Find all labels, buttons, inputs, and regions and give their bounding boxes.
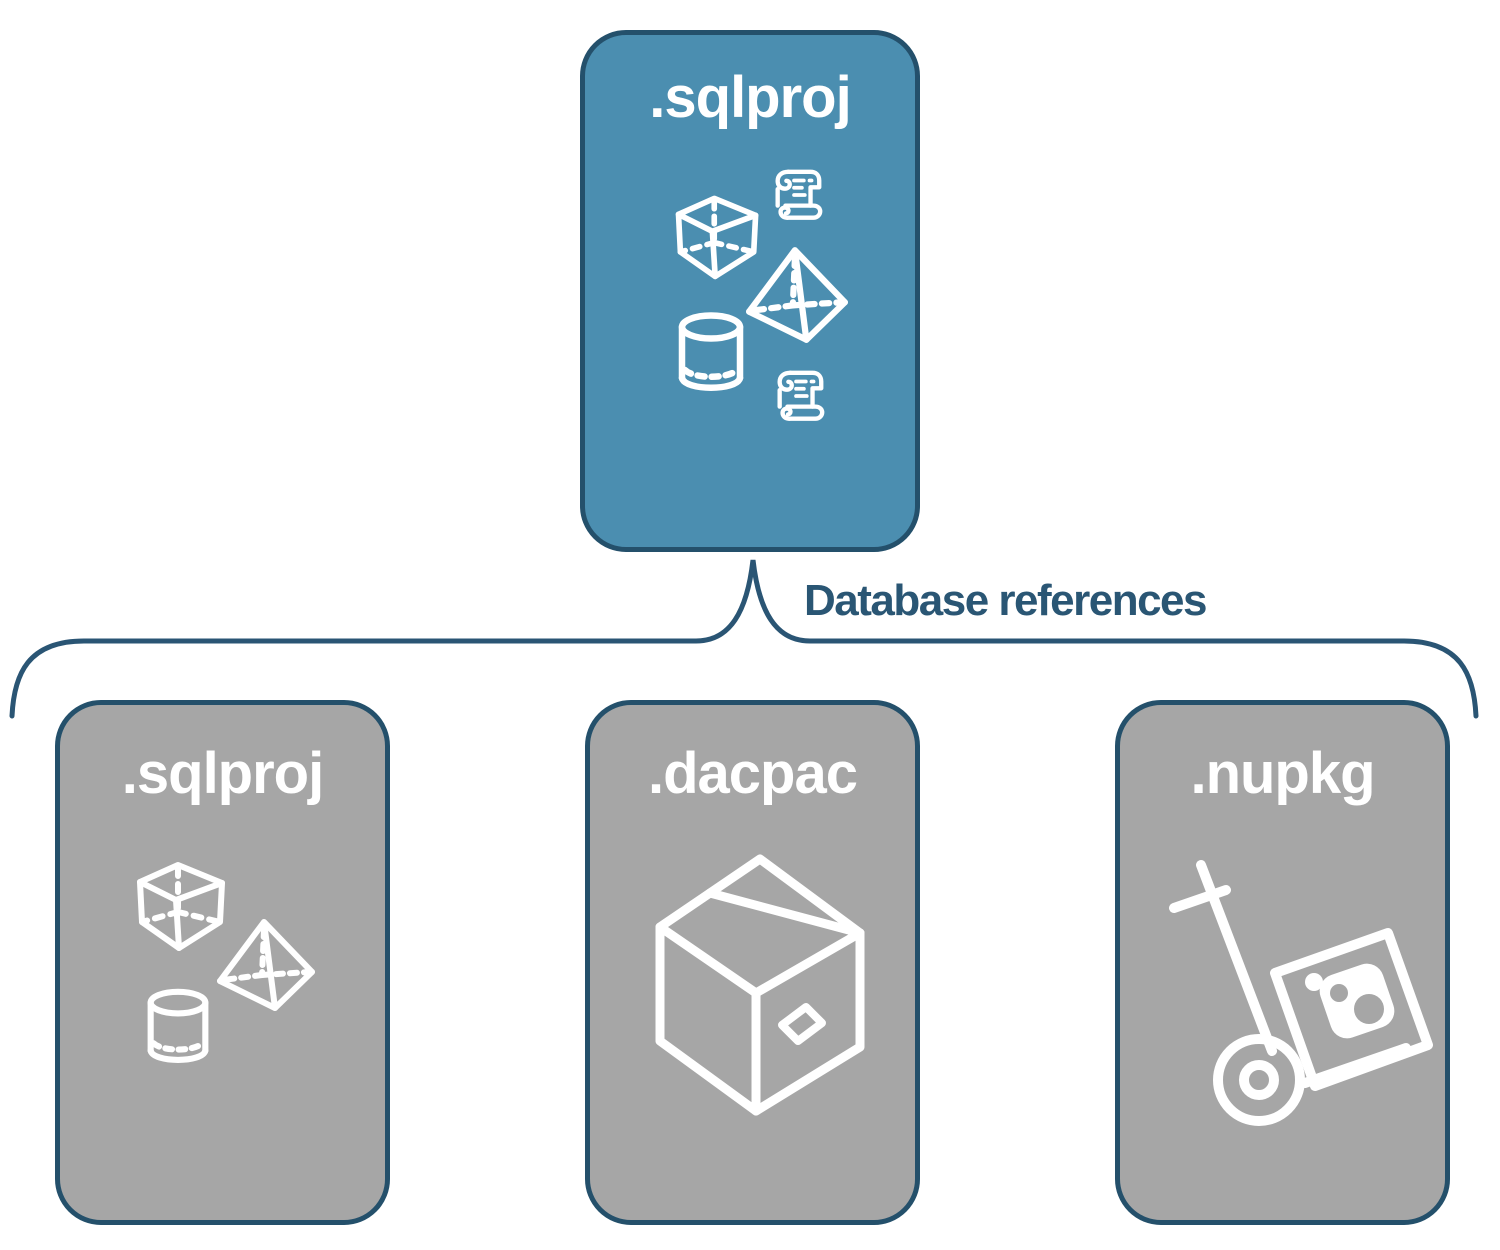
- card-title: .sqlproj: [649, 65, 851, 130]
- pyramid-icon: [746, 247, 848, 343]
- card-child-dacpac: .dacpac: [585, 700, 920, 1225]
- nuget-hand-truck-icon: [1169, 860, 1433, 1126]
- card-title: .nupkg: [1190, 741, 1375, 806]
- cylinder-icon: [147, 988, 209, 1063]
- cube-icon: [137, 862, 225, 951]
- package-box-icon: [655, 854, 865, 1116]
- card-child-nupkg: .nupkg: [1115, 700, 1450, 1225]
- scroll-icon: [775, 169, 823, 220]
- cylinder-icon: [678, 312, 744, 391]
- connector-label: Database references: [804, 576, 1207, 625]
- card-title: .dacpac: [648, 741, 858, 806]
- cube-icon: [675, 195, 759, 280]
- pyramid-icon: [217, 919, 315, 1011]
- card-title: .sqlproj: [121, 741, 324, 806]
- card-root-sqlproj: .sqlproj: [580, 30, 920, 552]
- scroll-icon: [777, 370, 825, 421]
- card-child-sqlproj: .sqlproj: [55, 700, 390, 1225]
